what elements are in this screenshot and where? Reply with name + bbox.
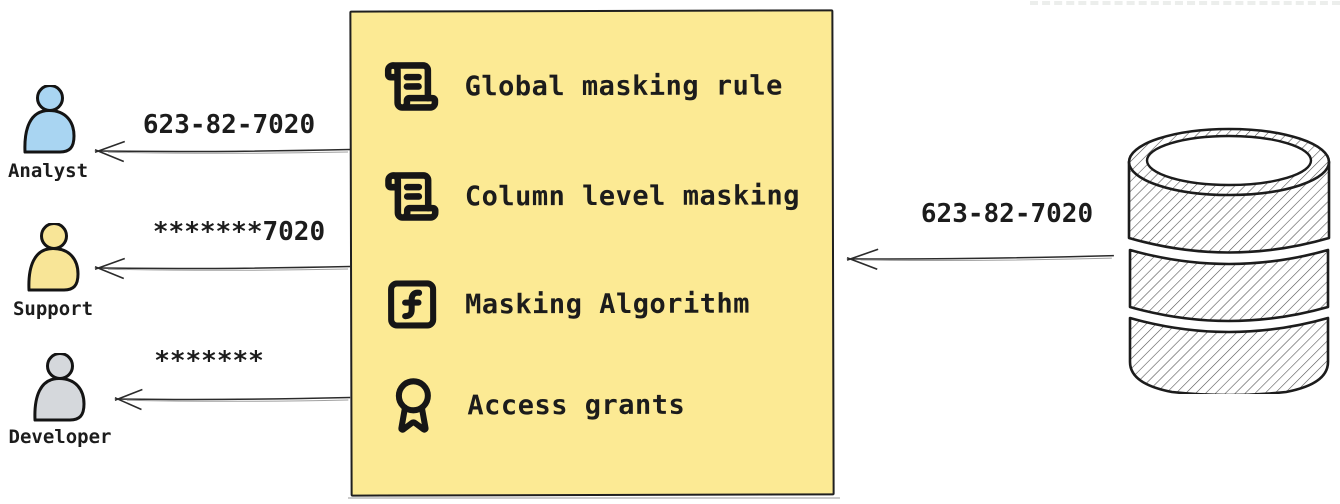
scroll-icon bbox=[384, 62, 439, 111]
masking-box: Global masking rule Column level masking… bbox=[349, 9, 835, 497]
award-icon bbox=[395, 378, 431, 433]
arrow-to-developer bbox=[114, 386, 352, 412]
masking-box-item-label: Access grants bbox=[467, 389, 686, 421]
database-value-label: 623-82-7020 bbox=[920, 199, 1094, 229]
masking-box-item-label: Column level masking bbox=[464, 179, 800, 212]
developer-value-label: ******* bbox=[154, 346, 264, 376]
scroll-icon bbox=[385, 172, 439, 221]
masking-box-row: Masking Algorithm bbox=[384, 276, 750, 333]
top-dashed-line bbox=[1030, 1, 1340, 5]
developer-person-icon bbox=[33, 353, 86, 422]
arrow-to-analyst bbox=[94, 138, 352, 164]
masking-box-row: Access grants bbox=[384, 374, 685, 437]
box-shadow-line bbox=[348, 497, 840, 499]
masking-box-row: Global masking rule bbox=[383, 57, 783, 114]
masking-box-item-label: Global masking rule bbox=[464, 69, 783, 102]
arrow-database-to-box bbox=[846, 244, 1116, 272]
support-value-label: *******7020 bbox=[152, 217, 326, 247]
developer-label: Developer bbox=[8, 426, 112, 448]
analyst-person-icon bbox=[23, 85, 76, 154]
support-label: Support bbox=[12, 298, 94, 320]
analyst-value-label: 623-82-7020 bbox=[142, 110, 316, 140]
database-icon bbox=[1127, 127, 1331, 394]
masking-box-row: Column level masking bbox=[384, 167, 800, 224]
function-square-icon bbox=[388, 280, 437, 329]
analyst-label: Analyst bbox=[7, 160, 89, 182]
masking-box-item-label: Masking Algorithm bbox=[465, 288, 751, 320]
support-person-icon bbox=[27, 223, 80, 292]
arrow-to-support bbox=[94, 255, 352, 281]
